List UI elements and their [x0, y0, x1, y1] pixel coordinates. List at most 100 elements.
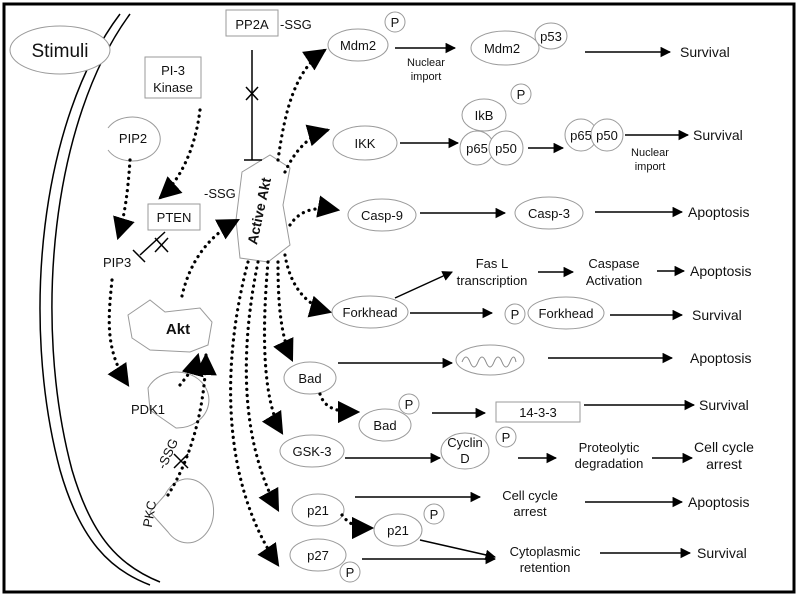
gsk3-label: GSK-3	[292, 444, 331, 459]
outcome-apoptosis: Apoptosis	[690, 350, 751, 366]
membrane-line	[39, 13, 151, 586]
dotted-arrow	[283, 253, 333, 318]
cyclin-d-node: Cyclin D P	[440, 426, 517, 470]
dotted-arrow	[178, 352, 204, 387]
outcome-apoptosis: Apoptosis	[688, 494, 749, 510]
mdm2-label: Mdm2	[340, 38, 376, 53]
dotted-arrow	[180, 218, 240, 298]
dotted-arrow	[113, 158, 135, 241]
frame-border	[2, 2, 796, 594]
pten-box: PTEN	[147, 203, 201, 231]
casp3-label: Casp-3	[528, 206, 570, 221]
nuclear-import-note: Nuclear	[407, 57, 445, 69]
pp2a-ssg-label: -SSG	[280, 17, 312, 32]
degradation-label: degradation	[575, 456, 644, 471]
cell-cycle-arrest-label: Cell cycle	[502, 488, 558, 503]
cell-cycle-arrest-label: arrest	[513, 504, 547, 519]
pp2a-box: PP2A	[225, 9, 279, 37]
bad-label: Bad	[373, 418, 396, 433]
phospho-forkhead: P Forkhead	[504, 296, 605, 330]
phospho-p21: p21 P	[373, 503, 445, 547]
p27-label: p27	[307, 548, 329, 563]
caspase-activation-label: Activation	[586, 273, 642, 288]
p21-label: p21	[387, 523, 409, 538]
pkc-node: PKC	[140, 478, 215, 544]
dotted-arrow	[273, 260, 294, 363]
outcome-apoptosis: Apoptosis	[690, 263, 751, 279]
p21-node: p21	[291, 493, 345, 527]
casp3-node: Casp-3	[514, 196, 584, 230]
pten-inhibit-bar	[132, 249, 146, 263]
akt-node: Akt	[127, 299, 213, 353]
phospho-badge: P	[405, 397, 414, 412]
pten-ssg-label: -SSG	[204, 186, 236, 201]
cross-icon	[245, 86, 259, 101]
outcome-survival: Survival	[680, 44, 730, 60]
pten-inhibit-line	[139, 231, 166, 256]
dotted-arrow	[261, 260, 284, 435]
pten-label: PTEN	[157, 210, 192, 225]
p50-label: p50	[495, 141, 517, 156]
pp2a-label: PP2A	[235, 17, 269, 32]
forkhead-label: Forkhead	[539, 306, 594, 321]
p65-label: p65	[466, 141, 488, 156]
ikb-complex: IkB P p65 p50	[459, 83, 532, 166]
dotted-arrow	[288, 195, 341, 227]
casp9-node: Casp-9	[347, 198, 417, 232]
mdm2-label: Mdm2	[484, 41, 520, 56]
fasl-label: Fas L	[476, 256, 509, 271]
membrane-line	[51, 13, 161, 583]
dotted-arrow	[166, 352, 217, 497]
dotted-arrow	[244, 260, 280, 512]
forkhead-node: Forkhead	[331, 295, 409, 329]
cyclin-d-label: D	[460, 451, 469, 466]
nuclear-import-note: Nuclear	[631, 147, 669, 159]
pkc-ssg-label: -SSG	[154, 436, 181, 471]
mdm2-p53-complex: Mdm2 p53	[470, 22, 568, 66]
14-3-3-label: 14-3-3	[519, 405, 557, 420]
outcome-cell-cycle-arrest: arrest	[706, 456, 742, 472]
phospho-badge: P	[511, 307, 520, 322]
cross-icon	[154, 237, 169, 253]
active-akt-node: Active Akt	[235, 154, 291, 263]
akt-label: Akt	[166, 321, 190, 338]
cytoplasmic-retention-label: Cytoplasmic	[510, 544, 581, 559]
nuclear-import-note: import	[635, 161, 666, 173]
pi3k-label-line2: Kinase	[153, 80, 193, 95]
forkhead-label: Forkhead	[343, 305, 398, 320]
dotted-arrow	[318, 392, 361, 424]
stimuli-bubble: Stimuli	[9, 25, 111, 75]
phospho-badge: P	[517, 87, 526, 102]
fasl-label: transcription	[457, 273, 528, 288]
dotted-arrow	[283, 124, 331, 174]
stimuli-label: Stimuli	[31, 41, 88, 62]
mdm2-node: Mdm2 P	[327, 11, 406, 62]
outcome-cell-cycle-arrest: Cell cycle	[694, 439, 754, 455]
outcome-apoptosis: Apoptosis	[688, 204, 749, 220]
nfkb-complex: p65 p50	[564, 118, 624, 152]
p65-label: p65	[570, 128, 592, 143]
ikk-node: IKK	[332, 125, 398, 161]
dotted-arrow	[340, 513, 375, 540]
caspase-activation-label: Caspase	[588, 256, 639, 271]
outcome-survival: Survival	[692, 307, 742, 323]
dotted-arrow	[276, 48, 327, 162]
cytoplasmic-retention-label: retention	[520, 560, 571, 575]
p53-label: p53	[540, 29, 562, 44]
degradation-label: Proteolytic	[579, 440, 640, 455]
dotted-arrow	[229, 260, 280, 567]
mitochondrion-icon	[455, 344, 525, 376]
phospho-badge: P	[391, 15, 400, 30]
cyclin-d-label: Cyclin	[447, 435, 482, 450]
pi3k-label-line1: PI-3	[161, 63, 185, 78]
phospho-bad: Bad P	[358, 393, 420, 442]
dotted-arrow	[107, 278, 130, 387]
bad-node: Bad	[283, 361, 337, 395]
pdk1-label: PDK1	[131, 402, 165, 417]
p27-node: p27 P	[289, 538, 361, 583]
pkc-label: PKC	[140, 499, 159, 528]
p50-label: p50	[596, 128, 618, 143]
pdk1-node: PDK1	[131, 371, 210, 429]
solid-arrow	[394, 271, 453, 299]
